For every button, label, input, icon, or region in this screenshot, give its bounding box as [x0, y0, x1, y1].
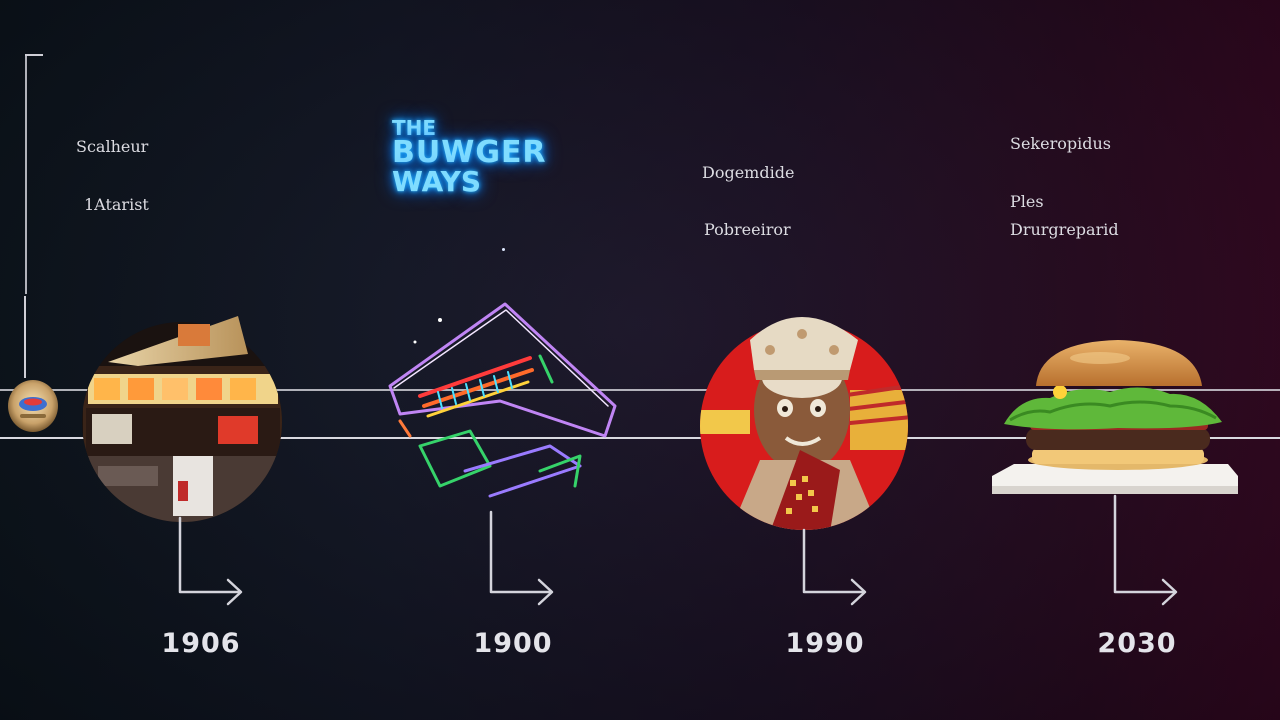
milestone-4-year: 2030 [1097, 628, 1177, 659]
milestone-2-image [380, 296, 630, 520]
title-line-2: BUWGER [392, 135, 547, 170]
milestone-1-label-1: Scalheur [76, 137, 149, 156]
title-line-3: WAYS [392, 165, 482, 198]
timeline-title: THE BUWGER WAYS [392, 116, 547, 198]
milestone-4-label-1: Sekeropidus [1010, 134, 1111, 153]
start-medallion-icon [8, 380, 58, 432]
milestone-4-label-2: Ples [1010, 192, 1044, 211]
milestone-4-image [990, 336, 1242, 502]
milestone-4-label-3: Drurgreparid [1010, 220, 1119, 239]
milestone-3-image [690, 300, 922, 536]
timeline-line-lower [0, 437, 1280, 439]
title-line-1: THE [392, 116, 437, 140]
timeline-line-upper [0, 389, 1280, 391]
title-sparkle [502, 248, 505, 251]
milestone-1-label-2: 1Atarist [84, 195, 149, 214]
milestone-2-year: 1900 [473, 628, 553, 659]
milestone-3-label-1: Dogemdide [702, 163, 795, 182]
milestone-3-year: 1990 [785, 628, 865, 659]
milestone-1-year: 1906 [161, 628, 241, 659]
milestone-3-label-2: Pobreeiror [704, 220, 791, 239]
milestone-1-image [78, 296, 288, 526]
